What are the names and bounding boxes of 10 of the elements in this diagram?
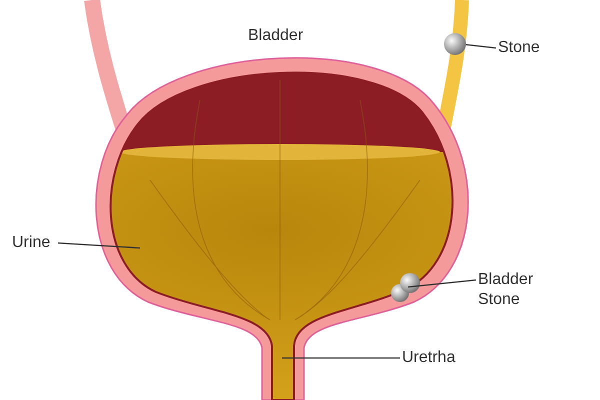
leader-line [282, 357, 400, 359]
part-label: Bladder Stone [478, 270, 534, 310]
leader-line [466, 44, 496, 49]
part-label: Bladder [248, 26, 304, 46]
part-label: Uretrha [402, 348, 456, 368]
part-label: Urine [12, 233, 52, 253]
stone-drawing [444, 33, 466, 55]
leader-line [58, 242, 140, 249]
part-label: Stone [498, 38, 541, 58]
leader-line [408, 279, 476, 288]
